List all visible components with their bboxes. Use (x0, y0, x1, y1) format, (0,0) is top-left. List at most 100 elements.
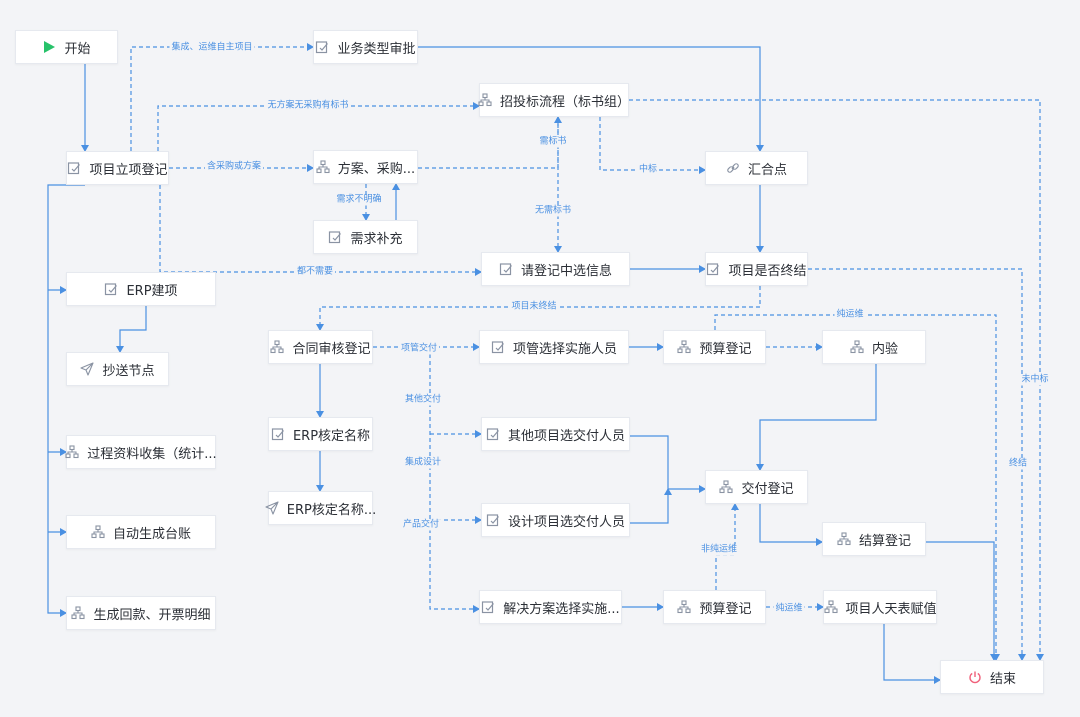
edge-label-other-delivery: 其他交付 (402, 394, 444, 406)
edit-icon (67, 161, 81, 175)
node-label: 需求补充 (350, 231, 403, 247)
edge-label-non-pure-ops: 非纯运维 (698, 544, 740, 556)
edit-icon (486, 513, 500, 527)
node-label: 汇合点 (747, 162, 787, 178)
edge-settle-to-end (926, 541, 998, 661)
node-gen-payment[interactable]: 生成回款、开票明细 (66, 596, 216, 630)
node-label: 项管选择实施人员 (512, 341, 617, 357)
edge-erp-to-cc (116, 306, 147, 353)
node-delivery-reg[interactable]: 交付登记 (705, 470, 808, 504)
node-budget2[interactable]: 预算登记 (663, 590, 766, 624)
node-label: 请登记中选信息 (520, 263, 612, 279)
send-icon (265, 501, 279, 515)
node-label: 过程资料收集（统计... (87, 446, 217, 462)
node-label: 招投标流程（标书组） (500, 94, 631, 110)
edge-label-lost: 未中标 (1019, 374, 1051, 386)
org-icon (316, 160, 330, 174)
edit-icon (486, 427, 500, 441)
node-merge[interactable]: 汇合点 (705, 151, 808, 185)
edge-label-pure-ops: 纯运维 (773, 603, 805, 615)
edge-label-none-needed: 都不需要 (294, 266, 336, 278)
node-erp-create[interactable]: ERP建项 (66, 272, 216, 306)
node-start[interactable]: 开始 (15, 30, 118, 64)
node-biz-approval[interactable]: 业务类型审批 (313, 30, 418, 64)
org-icon (65, 445, 79, 459)
node-label: ERP建项 (126, 283, 178, 299)
node-auto-ledger[interactable]: 自动生成台账 (66, 515, 216, 549)
node-register-winner[interactable]: 请登记中选信息 (481, 252, 630, 286)
edge-bidding-to-end (629, 99, 1044, 661)
node-label: ERP核定名称... (286, 502, 377, 518)
node-bidding[interactable]: 招投标流程（标书组） (478, 83, 631, 117)
edge-label-no-bid: 无需标书 (532, 205, 574, 217)
node-project-end-q[interactable]: 项目是否终结 (705, 252, 808, 286)
node-demand-supp[interactable]: 需求补充 (313, 220, 418, 254)
node-design-delivery[interactable]: 设计项目选交付人员 (481, 503, 630, 537)
edit-icon (706, 262, 720, 276)
org-icon (91, 525, 105, 539)
edit-icon (499, 262, 513, 276)
edit-icon (271, 427, 285, 441)
edge-persondays-to-end (883, 624, 941, 684)
org-icon (823, 600, 838, 614)
edge-label-ended: 终结 (1006, 458, 1030, 470)
edge-label-integrated-design: 集成设计 (402, 457, 444, 469)
org-icon (478, 93, 492, 107)
edge-design-to-delivery (630, 488, 672, 524)
node-label: 生成回款、开票明细 (93, 607, 211, 623)
org-icon (850, 340, 864, 354)
edge-inspect-to-delivery (756, 364, 877, 471)
edge-label-unclear: 需求不明确 (334, 194, 384, 206)
node-label: 预算登记 (699, 341, 752, 357)
node-contract-reg[interactable]: 合同审核登记 (268, 330, 373, 364)
node-label: 其他项目选交付人员 (507, 428, 625, 444)
node-label: ERP核定名称 (292, 428, 371, 444)
node-settle-reg[interactable]: 结算登记 (822, 522, 926, 556)
node-person-days[interactable]: 项目人天表赋值 (823, 590, 937, 624)
node-plan-purchase[interactable]: 方案、采购... (313, 150, 418, 184)
edge-other-to-delivery (630, 435, 706, 493)
edge-endq-to-end (808, 268, 1026, 661)
node-cc[interactable]: 抄送节点 (66, 352, 169, 386)
node-process-collect[interactable]: 过程资料收集（统计... (65, 435, 217, 469)
node-label: 预算登记 (699, 601, 752, 617)
org-icon (677, 600, 692, 614)
node-label: 设计项目选交付人员 (507, 514, 625, 530)
node-erp-verify[interactable]: ERP核定名称 (268, 417, 373, 451)
edge-bidding-to-merge (599, 117, 706, 174)
org-icon (677, 340, 692, 354)
node-label: 项目立项登记 (89, 162, 168, 178)
edge-reg-to-bidding (157, 102, 480, 151)
node-pm-select[interactable]: 项管选择实施人员 (479, 330, 629, 364)
node-other-delivery[interactable]: 其他项目选交付人员 (481, 417, 630, 451)
node-label: 项目人天表赋值 (845, 601, 937, 617)
node-label: 内验 (871, 341, 898, 357)
power-icon (968, 670, 982, 684)
edit-icon (104, 282, 118, 296)
node-budget1[interactable]: 预算登记 (663, 330, 766, 364)
node-inspection[interactable]: 内验 (822, 330, 926, 364)
node-end[interactable]: 结束 (940, 660, 1044, 694)
edge-label-integration: 集成、运维自主项目 (169, 42, 255, 54)
org-icon (719, 480, 734, 494)
node-label: 合同审核登记 (292, 341, 371, 357)
edge-delivery-to-settle (759, 504, 823, 546)
edge-biz-to-merge (418, 46, 764, 152)
edge-label-pure-ops-top: 纯运维 (834, 309, 866, 321)
node-label: 结束 (989, 671, 1016, 687)
node-solution-select[interactable]: 解决方案选择实施... (479, 590, 622, 624)
node-erp-verify2[interactable]: ERP核定名称... (265, 491, 377, 525)
edit-icon (328, 230, 342, 244)
play-icon (42, 40, 56, 54)
edge-label-won: 中标 (636, 164, 660, 176)
edge-label-has-plan: 含采购或方案 (204, 161, 264, 173)
node-label: 方案、采购... (337, 161, 416, 177)
send-icon (80, 362, 95, 376)
edge-label-product-delivery: 产品交付 (400, 519, 442, 531)
org-icon (270, 340, 285, 354)
edit-icon (315, 40, 329, 54)
node-project-reg[interactable]: 项目立项登记 (66, 151, 169, 185)
node-label: 抄送节点 (102, 363, 155, 379)
node-label: 解决方案选择实施... (503, 601, 620, 617)
node-label: 交付登记 (741, 481, 794, 497)
